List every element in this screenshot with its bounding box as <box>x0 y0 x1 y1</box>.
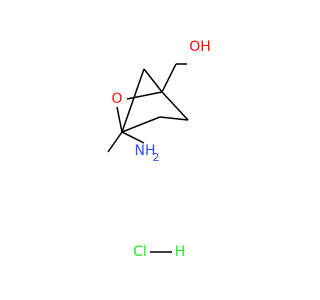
bond-c1-c4 <box>161 91 189 121</box>
hydroxyl-label: OH <box>189 39 211 55</box>
bond-c1-ch2 <box>161 63 177 93</box>
bond-lines <box>107 63 189 253</box>
bond-c4-c1-lower <box>121 116 161 133</box>
bond-cbridge-c4 <box>121 68 145 133</box>
atom-labels: O OH NH 2 Cl H <box>111 39 210 260</box>
bond-c1-o <box>126 91 163 100</box>
amino-subscript: 2 <box>153 151 160 164</box>
chlorine-label: Cl <box>133 244 147 260</box>
bond-c1-cbridge <box>143 68 163 93</box>
bond-c4-ring-o <box>116 106 123 133</box>
amino-label: NH <box>135 143 156 159</box>
bond-c4-amino <box>121 131 145 144</box>
bond-c4-methyl <box>107 131 123 153</box>
bond-c5-c1-right <box>159 116 189 121</box>
molecule-structure: O OH NH 2 Cl H <box>107 39 211 260</box>
hydrogen-label: H <box>175 244 186 260</box>
ring-oxygen-label: O <box>111 91 122 107</box>
